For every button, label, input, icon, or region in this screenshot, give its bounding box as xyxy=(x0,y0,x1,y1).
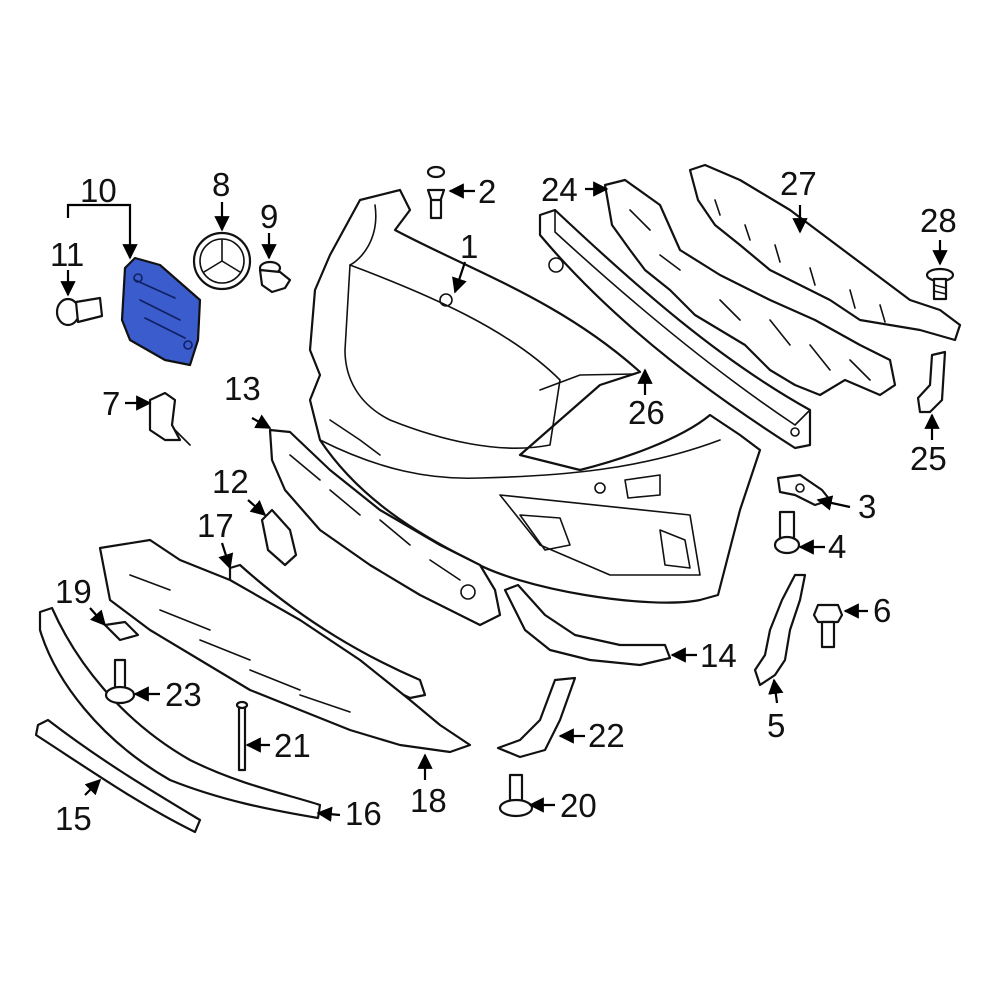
lower-grille-13[interactable] xyxy=(268,428,502,627)
callout-24: 24 xyxy=(541,171,578,208)
callout-26: 26 xyxy=(628,394,665,431)
callout-16: 16 xyxy=(345,795,382,832)
bolt-28[interactable] xyxy=(925,267,955,301)
callout-17: 17 xyxy=(197,507,234,544)
callout-14: 14 xyxy=(700,637,737,674)
callout-4: 4 xyxy=(828,528,846,565)
bolt-6[interactable] xyxy=(812,603,844,649)
callout-15: 15 xyxy=(55,800,92,837)
callout-1: 1 xyxy=(460,228,478,265)
callout-22: 22 xyxy=(588,717,625,754)
callout-7: 7 xyxy=(102,385,120,422)
clip-19[interactable] xyxy=(103,620,140,642)
bumper-cover[interactable] xyxy=(308,188,762,604)
leader-lines xyxy=(60,181,948,822)
callout-25: 25 xyxy=(910,440,947,477)
upper-absorber[interactable] xyxy=(688,163,962,342)
callout-13: 13 xyxy=(224,370,261,407)
callout-23: 23 xyxy=(165,676,202,713)
callout-11: 11 xyxy=(50,236,84,273)
bolt-20[interactable] xyxy=(498,773,534,818)
side-bracket-25[interactable] xyxy=(916,350,947,414)
emblem-8[interactable] xyxy=(192,231,252,291)
screw-4[interactable] xyxy=(773,510,801,555)
callout-10: 10 xyxy=(80,172,117,209)
screw-11[interactable] xyxy=(55,296,104,327)
callout-27: 27 xyxy=(780,165,817,202)
side-support-5[interactable] xyxy=(753,573,807,687)
callout-12: 12 xyxy=(212,463,249,500)
pin-21[interactable] xyxy=(235,700,249,772)
grommet-9[interactable] xyxy=(258,260,292,294)
callout-20: 20 xyxy=(560,787,597,824)
callout-9: 9 xyxy=(260,198,278,235)
push-rivet-2[interactable] xyxy=(426,165,446,220)
energy-absorber[interactable] xyxy=(603,178,897,397)
bracket-12[interactable] xyxy=(260,508,298,567)
callout-8: 8 xyxy=(212,166,230,203)
bracket-22[interactable] xyxy=(496,676,577,759)
callout-21: 21 xyxy=(274,727,311,764)
bolt-23[interactable] xyxy=(104,658,136,705)
under-shield-18[interactable] xyxy=(98,538,472,754)
license-bracket-10[interactable] xyxy=(120,256,202,367)
callout-3: 3 xyxy=(858,488,876,525)
bracket-7[interactable] xyxy=(148,391,191,446)
callout-19: 19 xyxy=(55,573,92,610)
callout-2: 2 xyxy=(478,173,496,210)
callout-6: 6 xyxy=(873,592,891,629)
callout-28: 28 xyxy=(920,202,957,239)
callout-labels: 1 2 3 4 5 6 7 8 9 10 11 12 13 14 15 16 1… xyxy=(50,165,957,837)
impact-bar[interactable] xyxy=(538,208,812,450)
trim-strip-14[interactable] xyxy=(503,583,672,667)
callout-5: 5 xyxy=(767,707,785,744)
callout-18: 18 xyxy=(410,782,447,819)
spoiler-trim-15[interactable] xyxy=(34,718,202,834)
